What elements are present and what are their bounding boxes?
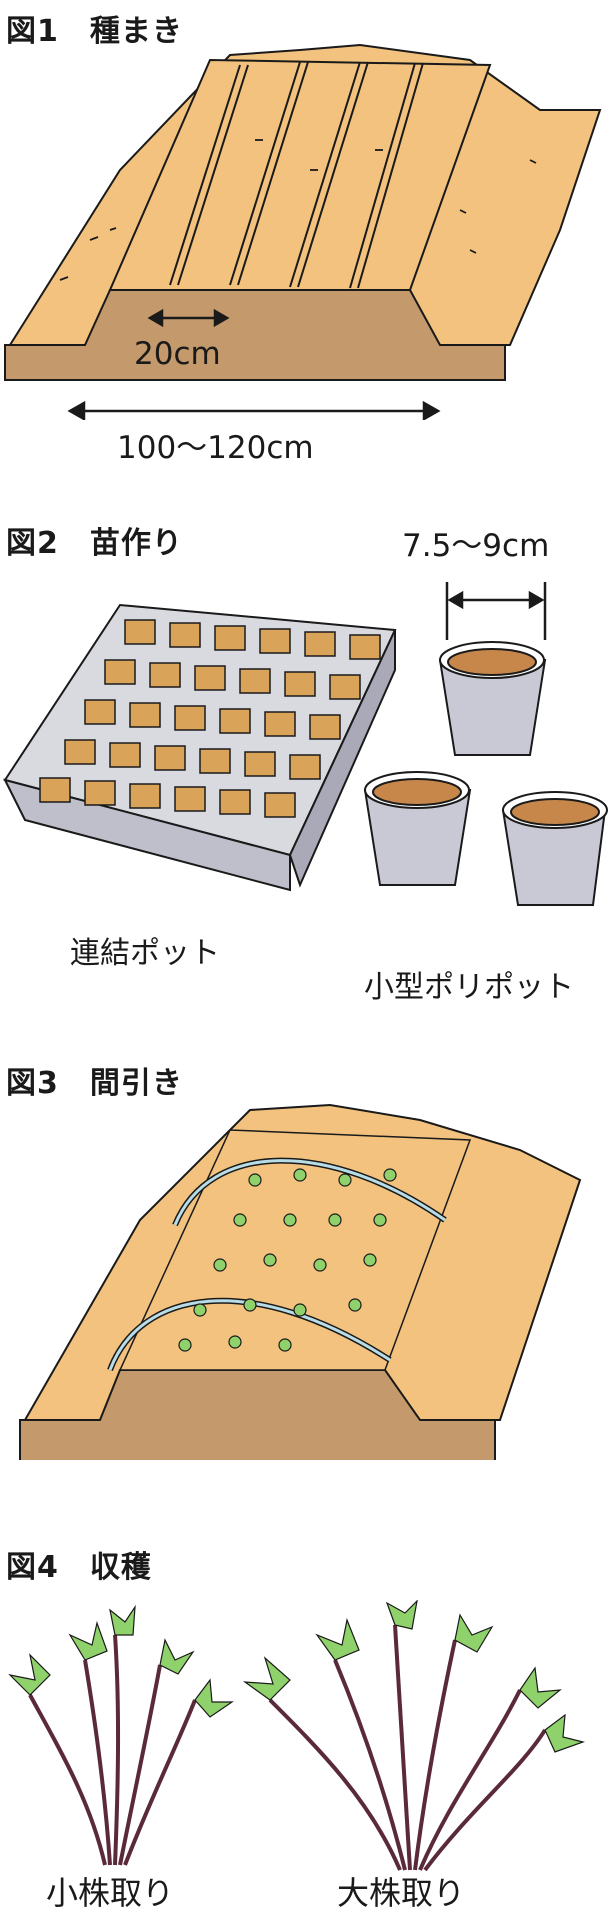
figure-1-title: 図1 種まき (6, 14, 183, 49)
figure-3-title: 図3 間引き (6, 1066, 183, 1101)
small-pot-label: 小型ポリポット (364, 970, 574, 1005)
bed-width-label: 100〜120cm (117, 430, 314, 466)
pot-2-graphic (363, 771, 472, 886)
figure-1-bed-illustration (4, 43, 602, 420)
figure-4-harvest-illustration (8, 1600, 586, 1872)
figure-3-thinning-illustration (19, 1103, 582, 1460)
pot-diameter-label: 7.5〜9cm (402, 528, 550, 564)
large-plant-graphic (242, 1600, 586, 1872)
figure-4-title: 図4 収穫 (6, 1550, 152, 1585)
pot-1-graphic (438, 641, 547, 756)
large-harvest-label: 大株取り (337, 1874, 466, 1912)
pot-3-graphic (501, 791, 608, 906)
figure-2-title: 図2 苗作り (6, 526, 183, 561)
cell-tray-graphic (3, 603, 397, 892)
cell-tray-label: 連結ポット (70, 936, 220, 971)
small-harvest-label: 小株取り (46, 1874, 175, 1912)
small-plant-graphic (8, 1604, 234, 1866)
row-spacing-label: 20cm (134, 336, 221, 372)
figure-2-seedling-illustration (3, 582, 608, 906)
